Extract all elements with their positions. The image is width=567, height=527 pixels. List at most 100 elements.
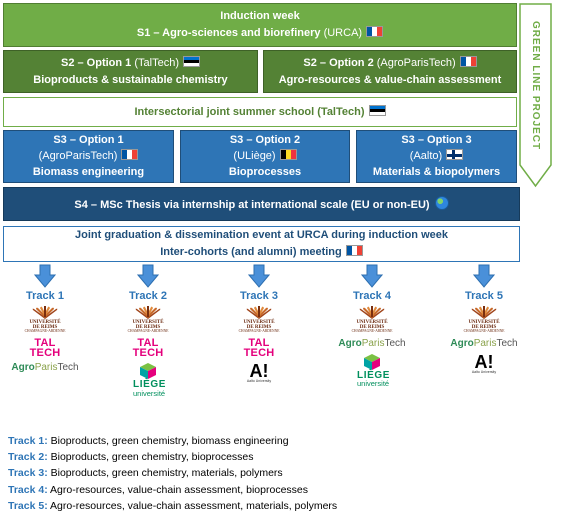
agroparistech-part3: Tech <box>57 362 79 374</box>
liege-line2: université <box>132 388 166 398</box>
legend-track-description: Agro-resources, value-chain assessment, … <box>47 483 308 496</box>
s2-option2-title: S2 – Option 2 <box>303 56 374 69</box>
urca-logo: UNIVERSITÉ DE REIMS CHAMPAGNE-ARDENNE <box>453 306 515 334</box>
urca-name-line3: CHAMPAGNE-ARDENNE <box>127 329 169 333</box>
summer-school-block: Intersectorial joint summer school (TalT… <box>3 97 517 127</box>
liege-line1: LIÈGE <box>132 379 166 391</box>
urca-name-line1: UNIVERSITÉ <box>356 320 388 325</box>
s3-option1-institution: (AgroParisTech) <box>38 149 118 162</box>
s3-option1-block: S3 – Option 1 (AgroParisTech) Biomass en… <box>3 130 174 183</box>
s2-option2-block: S2 – Option 2 (AgroParisTech) Agro-resou… <box>263 50 517 93</box>
agroparistech-part1: Agro <box>338 337 362 349</box>
induction-title: Induction week <box>220 9 300 22</box>
agroparistech-logo: AgroParisTech <box>11 362 78 373</box>
legend-track-description: Bioproducts, green chemistry, materials,… <box>47 467 283 480</box>
s2-option1-title: S2 – Option 1 <box>61 56 132 69</box>
track-column-5: Track 5 UNIVERSITÉ DE REIMS CHAMPAGNE-AR… <box>441 264 527 374</box>
legend-track-label: Track 2: <box>8 451 48 464</box>
urca-emblem-icon <box>32 306 58 319</box>
aalto-logo: A! Aalto University <box>247 362 271 384</box>
taltech-line2: TECH <box>29 347 61 360</box>
s4-thesis-block: S4 – MSc Thesis via internship at intern… <box>3 187 520 221</box>
agroparistech-logo: AgroParisTech <box>338 338 405 349</box>
track-label: Track 2 <box>129 290 167 302</box>
track-column-4: Track 4 UNIVERSITÉ DE REIMS CHAMPAGNE-AR… <box>329 264 415 387</box>
s3-option2-block: S3 – Option 2 (ULiège) Bioprocesses <box>180 130 350 183</box>
taltech-line2: TECH <box>132 347 164 360</box>
urca-emblem-icon <box>135 306 161 319</box>
s3-option2-title: S3 – Option 2 <box>229 133 301 146</box>
s2-option2-subject: Agro-resources & value-chain assessment <box>278 74 502 86</box>
legend-row: Track 5: Agro-resources, value-chain ass… <box>8 498 337 514</box>
down-arrow-icon <box>137 264 159 288</box>
s3-option3-institution: (Aalto) <box>409 149 443 162</box>
flag-estonia-icon <box>368 104 386 116</box>
urca-name-line2: DE REIMS <box>135 325 161 330</box>
flag-finland-icon <box>446 148 464 160</box>
liege-cube-icon <box>139 363 156 380</box>
s3-option3-block: S3 – Option 3 (Aalto) Materials & biopol… <box>356 130 517 183</box>
liege-logo: LIÈGE université <box>354 353 390 387</box>
urca-logo: UNIVERSITÉ DE REIMS CHAMPAGNE-ARDENNE <box>228 306 290 334</box>
down-arrow-icon <box>473 264 495 288</box>
taltech-logo: TAL TECH <box>132 336 164 360</box>
track-label: Track 4 <box>353 290 391 302</box>
urca-name-line2: DE REIMS <box>246 325 272 330</box>
urca-name-line3: CHAMPAGNE-ARDENNE <box>24 329 66 333</box>
s3-option2-institution: (ULiège) <box>233 149 276 162</box>
urca-name-line1: UNIVERSITÉ <box>243 320 275 325</box>
s3-option1-title: S3 – Option 1 <box>53 133 124 146</box>
taltech-logo: TAL TECH <box>243 336 275 360</box>
legend-track-label: Track 3: <box>8 467 48 480</box>
flag-france-icon <box>345 244 363 256</box>
flag-belgium-icon <box>279 148 297 160</box>
agroparistech-part3: Tech <box>496 337 518 349</box>
s2-option1-block: S2 – Option 1 (TalTech) Bioproducts & su… <box>3 50 258 93</box>
urca-emblem-icon <box>359 306 385 319</box>
urca-name-line1: UNIVERSITÉ <box>468 320 500 325</box>
down-arrow-icon <box>248 264 270 288</box>
graduation-title: Joint graduation & dissemination event a… <box>74 229 448 242</box>
chevron-arrow-shape <box>519 3 552 188</box>
agroparistech-logo: AgroParisTech <box>450 338 517 349</box>
legend-row: Track 1: Bioproducts, green chemistry, b… <box>8 433 337 449</box>
s2-option2-institution: (AgroParisTech) <box>373 56 456 69</box>
track-label: Track 3 <box>240 290 278 302</box>
urca-emblem-icon <box>471 306 497 319</box>
down-arrow-icon <box>34 264 56 288</box>
agroparistech-part1: Agro <box>450 337 474 349</box>
legend-track-label: Track 1: <box>8 435 48 447</box>
track-label: Track 5 <box>465 290 503 302</box>
legend-track-description: Bioproducts, green chemistry, biomass en… <box>47 435 289 447</box>
aalto-name: Aalto University <box>471 369 497 374</box>
side-label: GREEN LINE PROJECT <box>530 20 541 151</box>
s3-option3-subject: Materials & biopolymers <box>372 166 501 179</box>
track-column-2: Track 2 UNIVERSITÉ DE REIMS CHAMPAGNE-AR… <box>105 264 191 397</box>
s3-option1-subject: Biomass engineering <box>32 166 145 179</box>
s4-title: S4 – MSc Thesis via internship at intern… <box>74 198 430 211</box>
aalto-name: Aalto University <box>246 379 272 384</box>
agroparistech-part1: Agro <box>11 362 35 374</box>
urca-name-line2: DE REIMS <box>471 325 497 330</box>
taltech-line1: TAL <box>248 336 270 349</box>
taltech-logo: TAL TECH <box>29 336 61 360</box>
down-arrow-icon <box>361 264 383 288</box>
summer-school-title: Intersectorial joint summer school (TalT… <box>134 105 365 118</box>
aalto-mark: A! <box>474 351 494 372</box>
urca-name-line3: CHAMPAGNE-ARDENNE <box>351 329 393 333</box>
track-legend: Track 1: Bioproducts, green chemistry, b… <box>8 433 337 514</box>
taltech-line1: TAL <box>137 336 159 349</box>
urca-name-line1: UNIVERSITÉ <box>29 320 61 325</box>
s1-title: S1 – Agro-sciences and biorefinery <box>136 27 321 39</box>
track-column-3: Track 3 UNIVERSITÉ DE REIMS CHAMPAGNE-AR… <box>216 264 302 384</box>
graduation-block: Joint graduation & dissemination event a… <box>3 226 520 262</box>
legend-row: Track 3: Bioproducts, green chemistry, m… <box>8 465 337 481</box>
liege-logo: LIÈGE université <box>130 362 166 397</box>
taltech-line1: TAL <box>34 336 56 349</box>
agroparistech-part2: Paris <box>34 362 58 374</box>
s2-option1-institution: (TalTech) <box>131 56 179 69</box>
taltech-line2: TECH <box>243 347 275 360</box>
track-label: Track 1 <box>26 290 64 302</box>
flag-estonia-icon <box>182 55 200 67</box>
legend-track-label: Track 4: <box>8 483 48 496</box>
